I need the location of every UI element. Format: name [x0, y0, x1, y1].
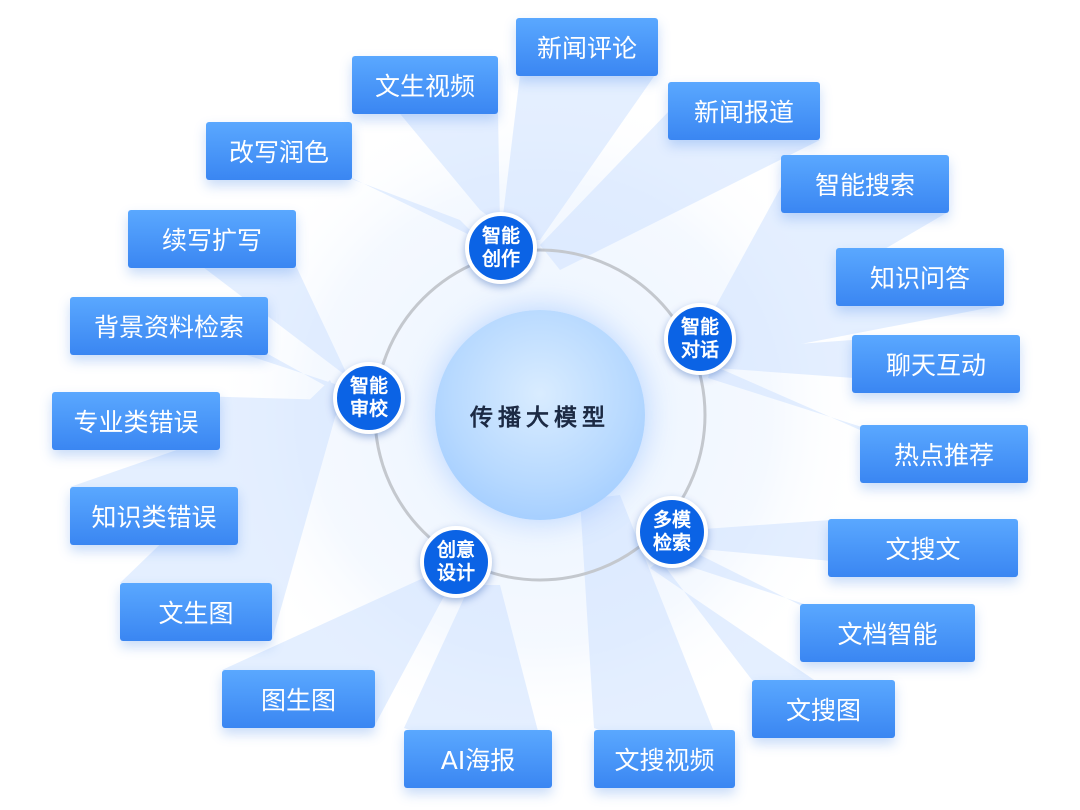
- ray-text-video: [580, 495, 735, 785]
- leaf-text-search-image[interactable]: 文搜图: [752, 680, 895, 738]
- leaf-hot-recommend[interactable]: 热点推荐: [860, 425, 1028, 483]
- ray-news-comment: [500, 75, 655, 240]
- category-creative-design[interactable]: 创意 设计: [420, 526, 492, 598]
- leaf-background-search[interactable]: 背景资料检索: [70, 297, 268, 355]
- leaf-continue-expand[interactable]: 续写扩写: [128, 210, 296, 268]
- category-line1: 智能: [349, 375, 388, 397]
- leaf-ai-poster[interactable]: AI海报: [404, 730, 552, 788]
- leaf-text-to-video[interactable]: 文生视频: [352, 56, 498, 114]
- category-line2: 设计: [436, 562, 475, 584]
- leaf-news-report[interactable]: 新闻报道: [668, 82, 820, 140]
- category-line1: 多模: [652, 509, 691, 531]
- leaf-text-search-video[interactable]: 文搜视频: [594, 730, 735, 788]
- category-line2: 检索: [652, 532, 691, 554]
- leaf-knowledge-qa[interactable]: 知识问答: [836, 248, 1004, 306]
- leaf-image-to-image[interactable]: 图生图: [222, 670, 375, 728]
- leaf-chat-interaction[interactable]: 聊天互动: [852, 335, 1020, 393]
- category-smart-review[interactable]: 智能 审校: [333, 362, 405, 434]
- leaf-document-intelligence[interactable]: 文档智能: [800, 604, 975, 662]
- category-line1: 智能: [481, 225, 520, 247]
- category-line2: 对话: [680, 339, 719, 361]
- leaf-text-search-text[interactable]: 文搜文: [828, 519, 1018, 577]
- category-line2: 创作: [481, 248, 520, 270]
- category-line1: 创意: [436, 539, 475, 561]
- category-line1: 智能: [680, 316, 719, 338]
- category-multimodal-search[interactable]: 多模 检索: [636, 496, 708, 568]
- leaf-text-to-image[interactable]: 文生图: [120, 583, 272, 641]
- ray-news-report: [540, 110, 820, 270]
- center-title: 传播大模型: [470, 405, 610, 431]
- leaf-rewrite-polish[interactable]: 改写润色: [206, 122, 352, 180]
- ray-continue: [128, 210, 352, 385]
- leaf-smart-search[interactable]: 智能搜索: [781, 155, 949, 213]
- category-line2: 审校: [349, 398, 388, 420]
- leaf-knowledge-error[interactable]: 知识类错误: [70, 487, 238, 545]
- leaf-news-comment[interactable]: 新闻评论: [516, 18, 658, 76]
- leaf-professional-error[interactable]: 专业类错误: [52, 392, 220, 450]
- ray-doc: [670, 545, 975, 660]
- category-smart-create[interactable]: 智能 创作: [465, 212, 537, 284]
- center-disc: 传播大模型: [435, 310, 645, 520]
- category-smart-dialog[interactable]: 智能 对话: [664, 303, 736, 375]
